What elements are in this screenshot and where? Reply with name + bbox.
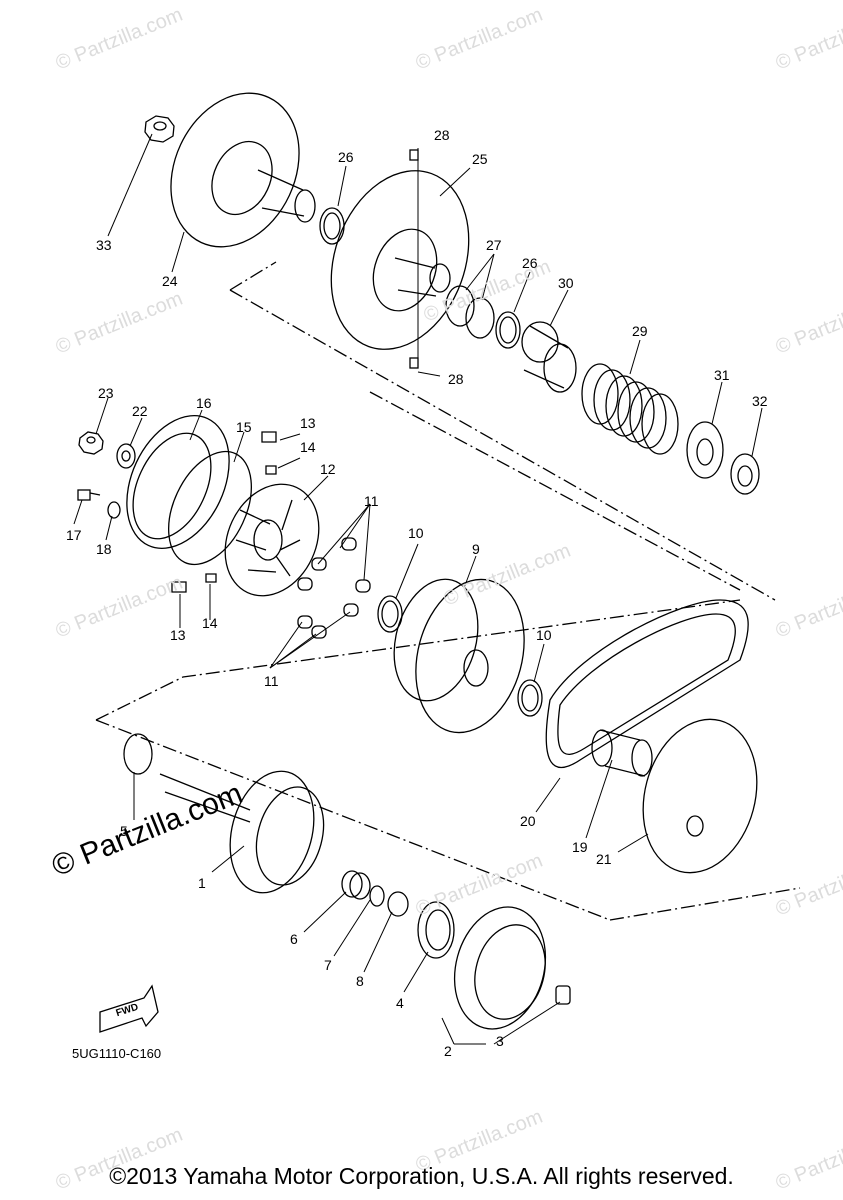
callout-11-lower: 11 xyxy=(264,673,279,689)
callout-5: 5 xyxy=(120,823,128,839)
part-31-washer xyxy=(686,421,724,479)
part-15-o-ring xyxy=(168,450,252,566)
callout-9: 9 xyxy=(472,541,480,557)
part-4-one-way-bearing xyxy=(417,901,455,959)
callout-25: 25 xyxy=(472,151,488,167)
part-23-nut xyxy=(78,431,104,455)
fwd-arrow-icon xyxy=(99,984,159,1033)
part-22-washer xyxy=(116,443,136,469)
callout-33: 33 xyxy=(96,237,112,253)
callout-20: 20 xyxy=(520,813,536,829)
callout-1: 1 xyxy=(198,875,206,891)
callout-11-upper: 11 xyxy=(364,493,379,509)
callout-19: 19 xyxy=(572,839,588,855)
callout-30: 30 xyxy=(558,275,574,291)
callout-31: 31 xyxy=(714,367,730,383)
callout-23: 23 xyxy=(98,385,114,401)
part-28-guide-pins xyxy=(409,149,419,369)
callout-17: 17 xyxy=(66,527,82,543)
part-18-washer xyxy=(107,501,121,519)
part-11-rollers xyxy=(297,537,371,639)
part-30-spring-seat xyxy=(521,321,577,393)
callout-13-lower: 13 xyxy=(170,627,186,643)
callout-3: 3 xyxy=(496,1033,504,1049)
callout-21: 21 xyxy=(596,851,612,867)
callout-28-lower: 28 xyxy=(448,371,464,387)
callout-16: 16 xyxy=(196,395,212,411)
callout-8: 8 xyxy=(356,973,364,989)
part-20-v-belt xyxy=(545,599,749,769)
callout-7: 7 xyxy=(324,957,332,973)
callout-12: 12 xyxy=(320,461,336,477)
callout-10-lower: 10 xyxy=(536,627,552,643)
part-12-weight-plate xyxy=(224,483,320,597)
reference-frame-lower xyxy=(95,599,801,921)
part-21-fixed-sheave xyxy=(642,718,758,874)
part-14-slider-lower xyxy=(205,573,217,583)
part-13-slider-upper xyxy=(261,431,277,443)
part-27-o-rings xyxy=(445,285,495,339)
callout-28-upper: 28 xyxy=(434,127,450,143)
callout-15: 15 xyxy=(236,419,252,435)
callout-22: 22 xyxy=(132,403,148,419)
part-26-oil-seal-lower xyxy=(495,311,521,349)
callout-29: 29 xyxy=(632,323,648,339)
leader-lines xyxy=(73,133,763,1045)
callout-26-lower: 26 xyxy=(522,255,538,271)
part-32-seal xyxy=(730,453,760,495)
part-7-circlip xyxy=(369,885,385,907)
callout-27: 27 xyxy=(486,237,502,253)
callout-18: 18 xyxy=(96,541,112,557)
part-9-primary-sliding-sheave xyxy=(393,578,525,734)
part-19-collar xyxy=(591,729,653,777)
part-16-cam xyxy=(126,414,230,550)
part-1-clutch-housing xyxy=(159,770,325,894)
part-10-collar-lower xyxy=(517,679,543,717)
part-13-slider-lower xyxy=(171,581,187,593)
reference-frame-upper xyxy=(229,261,776,601)
part-26-oil-seal-upper xyxy=(319,207,345,245)
part-2-clutch-carrier xyxy=(453,906,547,1030)
callout-10-upper: 10 xyxy=(408,525,424,541)
part-8-collar xyxy=(387,891,409,917)
callout-13-upper: 13 xyxy=(300,415,316,431)
part-6-bearing xyxy=(341,870,371,900)
part-17-bolt xyxy=(77,489,101,501)
part-24-primary-fixed-sheave xyxy=(170,92,316,248)
part-10-collar-upper xyxy=(377,595,403,633)
callout-2: 2 xyxy=(444,1043,452,1059)
part-3-spring xyxy=(555,985,571,1005)
callout-32: 32 xyxy=(752,393,768,409)
part-14-slider-upper xyxy=(265,465,277,475)
callout-14-lower: 14 xyxy=(202,615,218,631)
callout-4: 4 xyxy=(396,995,404,1011)
diagram-code: 5UG1110-C160 xyxy=(72,1046,162,1061)
part-29-compression-spring xyxy=(581,363,679,455)
copyright-notice: ©2013 Yamaha Motor Corporation, U.S.A. A… xyxy=(109,1163,734,1189)
callout-6: 6 xyxy=(290,931,298,947)
part-25-secondary-sliding-sheave xyxy=(330,170,470,350)
part-33-nut xyxy=(144,115,175,143)
callout-26-upper: 26 xyxy=(338,149,354,165)
part-5-circlip xyxy=(123,733,153,775)
callout-14-upper: 14 xyxy=(300,439,316,455)
callout-24: 24 xyxy=(162,273,178,289)
